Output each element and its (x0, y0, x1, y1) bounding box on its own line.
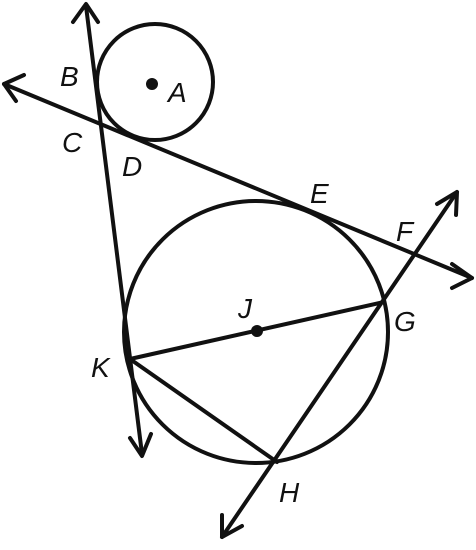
label-b: B (60, 61, 79, 92)
label-h: H (279, 477, 300, 508)
label-g: G (394, 306, 416, 337)
label-j: J (237, 293, 253, 324)
arrowhead-right-ce (450, 262, 474, 290)
line-gh (220, 190, 459, 539)
label-f: F (396, 216, 415, 247)
label-d: D (122, 151, 142, 182)
arrowhead-bottom-gh (220, 513, 244, 539)
line-bk (84, 4, 144, 456)
segment-kh (128, 357, 279, 464)
segment-kg (128, 300, 386, 361)
label-e: E (310, 178, 329, 209)
center-point-a (146, 78, 158, 90)
label-c: C (62, 127, 83, 158)
line-ce (2, 82, 474, 280)
arrowhead-top-gh (435, 190, 459, 217)
arrowhead-top-bk (71, 2, 100, 24)
circle-j (122, 199, 390, 465)
arrowhead-bottom-bk (128, 432, 153, 458)
label-a: A (166, 77, 187, 108)
label-k: K (91, 352, 111, 383)
arrowhead-left-ce (2, 73, 26, 103)
